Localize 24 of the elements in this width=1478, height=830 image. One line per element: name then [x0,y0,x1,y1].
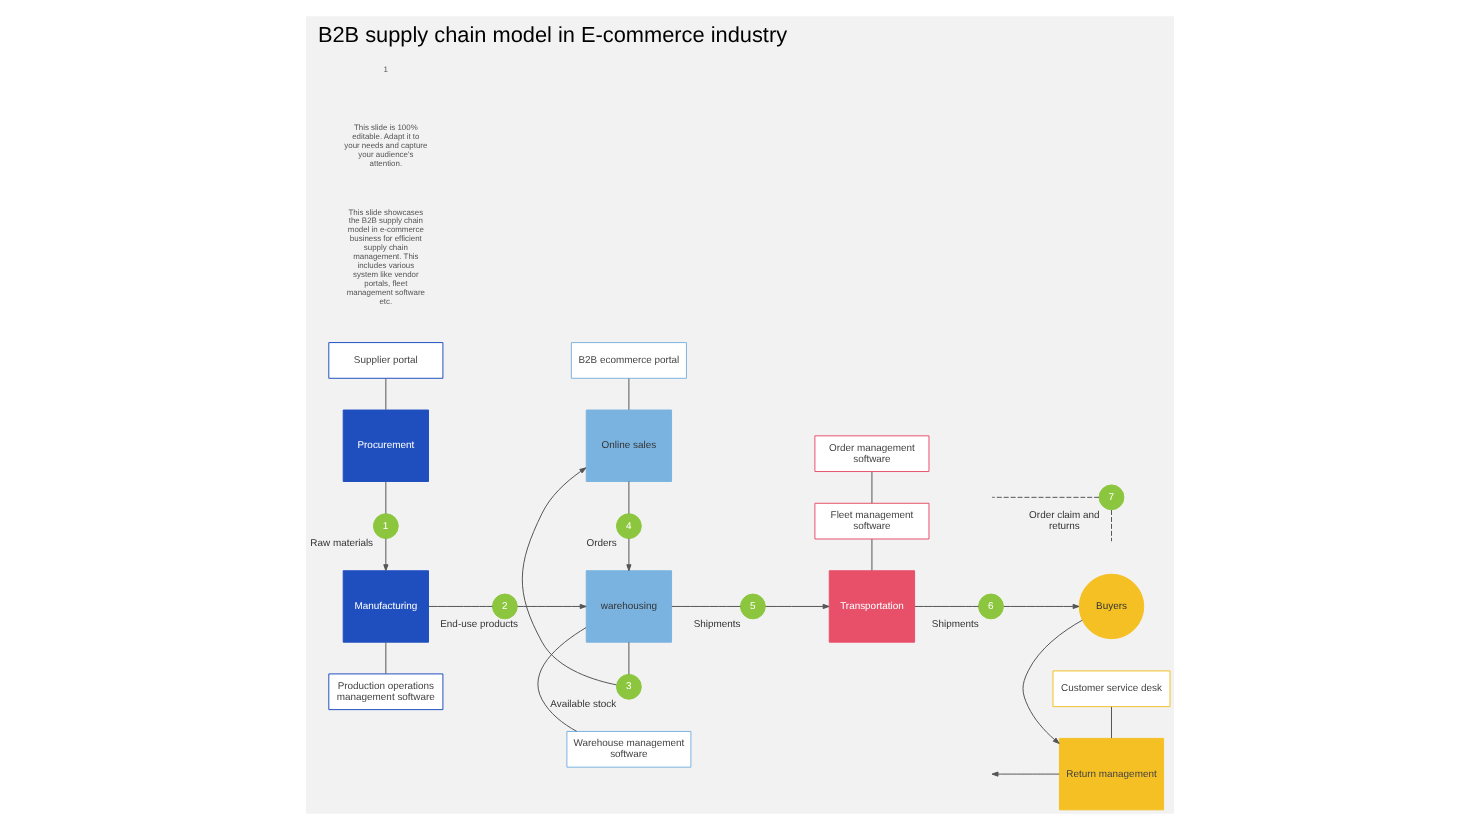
connector [384,481,386,515]
connector [384,641,386,675]
connector [870,538,872,571]
connector [384,378,386,411]
connector [1110,706,1111,739]
arrow [382,538,388,572]
arrow [764,603,829,610]
arrow [990,771,1059,777]
arrow [1021,619,1082,744]
connector [990,496,1099,498]
connector [627,481,629,515]
arrow [625,538,631,572]
connector [536,627,586,732]
connector [1110,509,1111,542]
arrow [520,467,616,686]
connector [870,471,872,504]
arrow [516,603,586,610]
connector [913,605,979,607]
diagram-title: B2B supply chain model in E-commerce industry [316,23,787,48]
connector [627,378,629,411]
arrow [1002,603,1079,610]
connector [627,641,629,675]
connector [670,605,740,607]
connector [427,605,492,607]
